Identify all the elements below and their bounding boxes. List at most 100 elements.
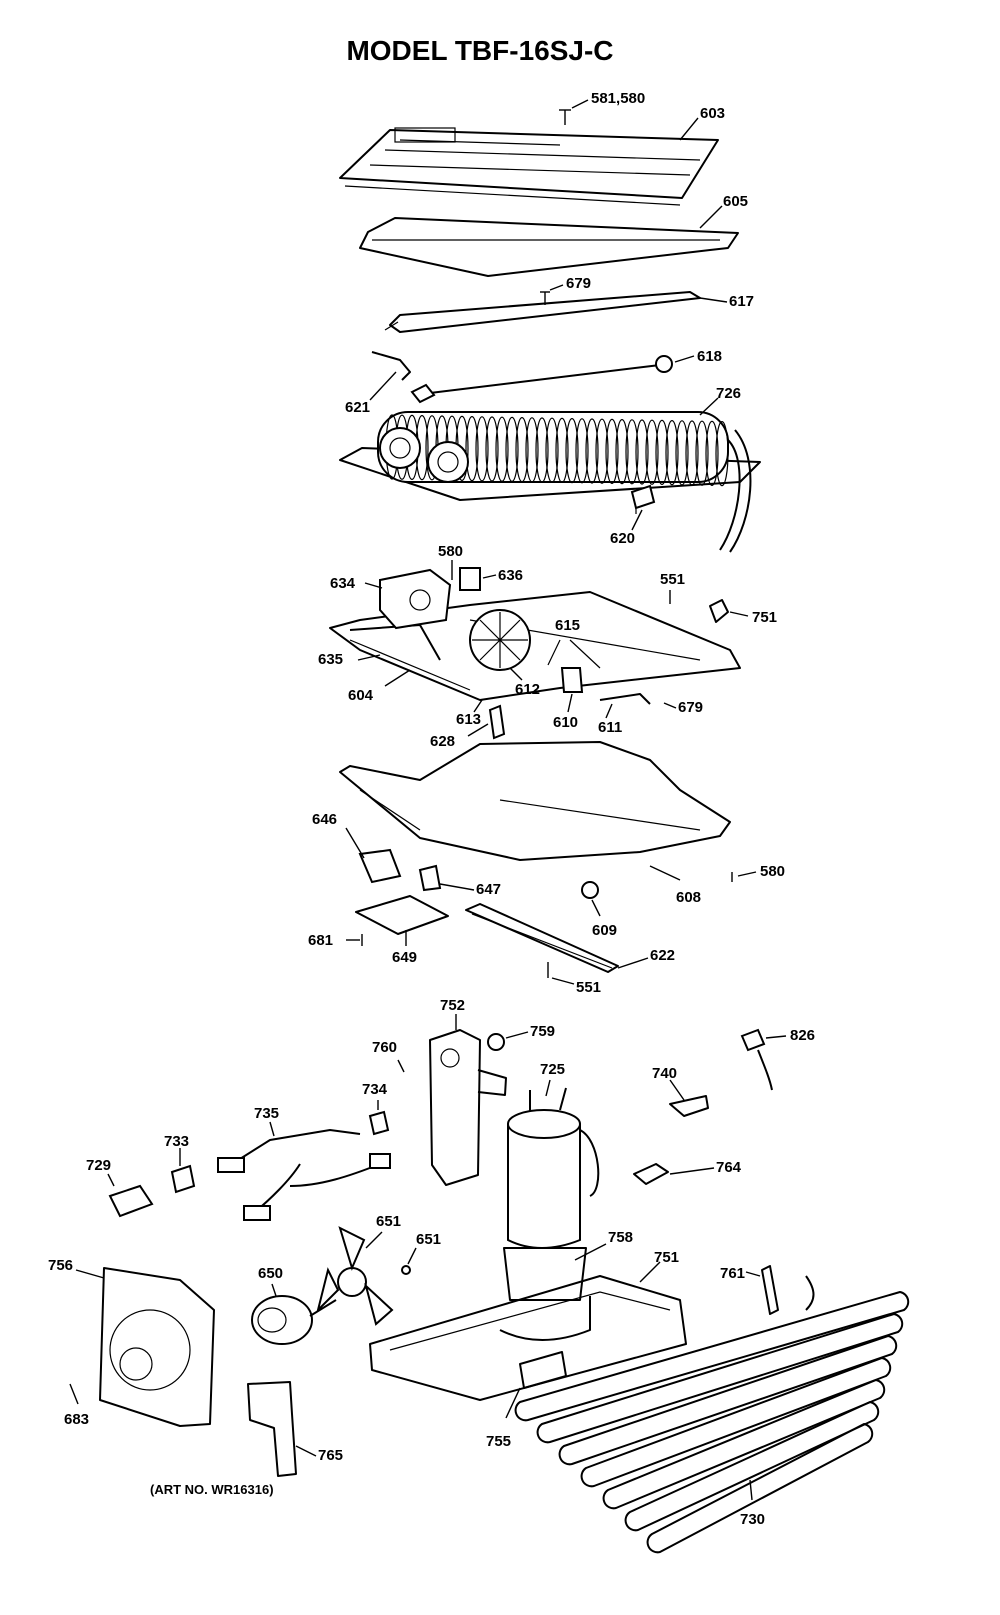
label-618: 618 (697, 348, 722, 365)
label-729: 729 (86, 1157, 111, 1174)
label-551-bottom: 551 (576, 979, 601, 996)
label-730: 730 (740, 1511, 765, 1528)
part-761-strap (761, 1265, 779, 1315)
part-581-580-screw (559, 99, 589, 125)
part-740-bracket (669, 1095, 709, 1117)
part-734-relay (368, 1110, 390, 1136)
label-580-mid: 580 (438, 543, 463, 560)
label-756: 756 (48, 1257, 73, 1274)
part-730-condenser (514, 1275, 910, 1554)
label-603: 603 (700, 105, 725, 122)
label-761: 761 (720, 1265, 745, 1282)
part-617-heater (384, 291, 701, 333)
label-764: 764 (716, 1159, 742, 1176)
part-650-condenser-fan-motor (251, 1295, 337, 1345)
label-679-mid: 679 (678, 699, 703, 716)
label-683: 683 (64, 1411, 89, 1428)
part-611-heater (599, 693, 651, 705)
part-765-cover (247, 1381, 297, 1477)
part-551-screw-b (547, 962, 575, 985)
part-608-cover (339, 741, 731, 861)
label-826: 826 (790, 1027, 815, 1044)
part-764-plate (633, 1163, 669, 1185)
label-649: 649 (392, 949, 417, 966)
label-760: 760 (372, 1039, 397, 1056)
label-620: 620 (610, 530, 635, 547)
label-725: 725 (540, 1061, 565, 1078)
label-735: 735 (254, 1105, 279, 1122)
art-number: (ART NO. WR16316) (150, 1482, 274, 1497)
part-649-plate (355, 895, 449, 935)
part-683-screw (69, 1383, 79, 1405)
part-647-switch (418, 864, 442, 892)
part-580-screw-bottom (731, 871, 757, 882)
label-551-top: 551 (660, 571, 685, 588)
part-612-fan-motor (469, 609, 531, 671)
part-681-screw (346, 934, 363, 946)
label-635: 635 (318, 651, 343, 668)
label-647: 647 (476, 881, 501, 898)
label-609: 609 (592, 922, 617, 939)
label-612: 612 (515, 681, 540, 698)
label-636: 636 (498, 567, 523, 584)
label-617: 617 (729, 293, 754, 310)
label-752: 752 (440, 997, 465, 1014)
label-755: 755 (486, 1433, 511, 1450)
part-651-nut (401, 1265, 411, 1275)
label-726: 726 (716, 385, 741, 402)
part-733-overload (170, 1164, 196, 1194)
label-740: 740 (652, 1065, 677, 1082)
label-622: 622 (650, 947, 675, 964)
part-756-shroud (99, 1267, 215, 1427)
part-636-bracket (459, 567, 481, 591)
label-681: 681 (308, 932, 333, 949)
label-759: 759 (530, 1023, 555, 1040)
label-613: 613 (456, 711, 481, 728)
part-726-evaporator (339, 411, 761, 553)
label-646: 646 (312, 811, 337, 828)
diagram-title: MODEL TBF-16SJ-C (346, 35, 613, 66)
label-621: 621 (345, 399, 370, 416)
label-650: 650 (258, 1265, 283, 1282)
part-634-timer (379, 568, 452, 630)
label-611: 611 (598, 719, 622, 736)
part-620-thermostat (630, 484, 656, 514)
part-752-bracket (429, 1029, 507, 1186)
part-826-cord (740, 1028, 773, 1091)
part-651-fan-blade (316, 1226, 394, 1326)
label-634: 634 (330, 575, 356, 592)
part-610-bracket (560, 667, 584, 693)
label-751-bottom: 751 (654, 1249, 679, 1266)
part-679-screw (540, 284, 564, 305)
part-622-channel (465, 903, 619, 973)
label-610: 610 (553, 714, 578, 731)
label-628: 628 (430, 733, 455, 750)
part-760-screw (397, 1059, 405, 1073)
part-621-clip (371, 351, 411, 381)
part-646-damper (358, 848, 402, 884)
part-628-fitting (488, 704, 506, 740)
part-615-wire (547, 639, 601, 669)
label-604: 604 (348, 687, 374, 704)
part-729-cover (108, 1184, 154, 1218)
part-605-gasket (359, 217, 739, 277)
label-651-nut: 651 (416, 1231, 441, 1248)
part-725-compressor (503, 1087, 600, 1301)
part-618-sensor-rod (410, 355, 673, 404)
label-765: 765 (318, 1447, 343, 1464)
part-755-bracket (519, 1351, 567, 1389)
part-751-clip-top (709, 599, 729, 623)
part-735-harness (217, 1129, 391, 1221)
part-603-evaporator-cover (339, 127, 719, 206)
label-581-580: 581,580 (591, 90, 645, 107)
label-733: 733 (164, 1133, 189, 1150)
label-615: 615 (555, 617, 580, 634)
label-605: 605 (723, 193, 748, 210)
label-758: 758 (608, 1229, 633, 1246)
part-759-grommet (487, 1033, 505, 1051)
label-751-top: 751 (752, 609, 777, 626)
label-734: 734 (362, 1081, 388, 1098)
label-580-bottom: 580 (760, 863, 785, 880)
label-608: 608 (676, 889, 701, 906)
